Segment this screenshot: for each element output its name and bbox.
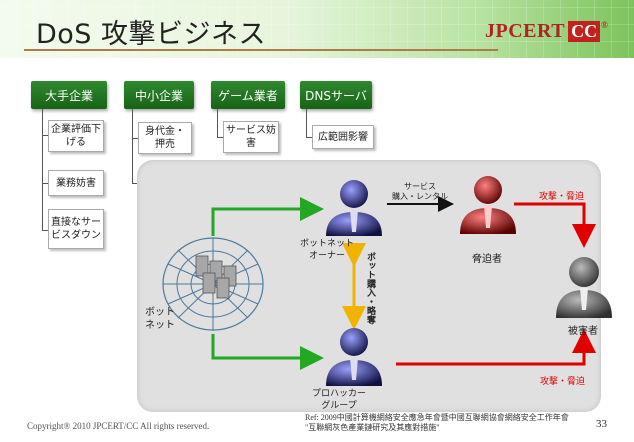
pro-hacker-label: プロハッカー グループ <box>312 389 367 411</box>
service-rental-label: サービス 購入・レンタル <box>392 182 448 201</box>
botnet-owner-label: ボットネット オーナー <box>300 239 355 261</box>
tree-branch <box>306 137 312 138</box>
category-large-enterprise: 大手企業 <box>31 81 107 109</box>
attack-label-top: 攻撃・脅迫 <box>539 192 585 202</box>
jpcert-logo: JPCERT CC ® <box>485 20 608 43</box>
copyright: Copyright® 2010 JPCERT/CC All rights res… <box>27 421 210 431</box>
logo-cc: CC <box>568 21 601 42</box>
tree-branch <box>42 135 48 136</box>
page-number: 33 <box>596 418 607 430</box>
botnet-label: ボット ネット <box>145 307 175 331</box>
item-wide-impact: 広範囲影響 <box>312 125 374 149</box>
category-sme: 中小企業 <box>124 81 194 109</box>
arrow-attack-extortion-top <box>514 202 596 248</box>
bot-purchase-label: ボット購入・略奪 <box>365 252 375 324</box>
arrow-botnet-to-owner <box>211 197 324 236</box>
tree-line-4 <box>306 109 307 137</box>
item-service-interference: サービス妨害 <box>223 121 279 153</box>
category-dns-server: DNSサーバ <box>300 81 372 109</box>
reference-line-2: "互聯網灰色產業鏈研究及其應對措施" <box>305 423 440 432</box>
tree-line-2 <box>132 109 133 183</box>
tree-line-1 <box>42 109 43 230</box>
extortioner-icon <box>460 176 516 234</box>
attack-label-bottom: 攻撃・脅迫 <box>540 377 586 387</box>
extortioner-label: 脅迫者 <box>472 254 502 265</box>
item-lower-reputation: 企業評価下げる <box>48 120 104 152</box>
botnet-web-icon <box>162 237 264 331</box>
page-title: DoS 攻撃ビジネス <box>36 19 267 50</box>
pro-hacker-icon <box>326 328 382 386</box>
title-band <box>0 0 634 58</box>
item-business-interference: 業務妨害 <box>48 170 104 196</box>
reference-line-1: Ref: 2009中國計算機網絡安全應急年會暨中國互聯網協會網絡安全工作年會 <box>305 413 569 422</box>
tree-branch <box>132 138 138 139</box>
arrow-attack-extortion-bottom <box>396 329 596 366</box>
tree-branch <box>132 183 138 184</box>
tree-branch <box>42 183 48 184</box>
tree-branch <box>42 230 48 231</box>
category-game-company: ゲーム業者 <box>211 81 285 109</box>
arrow-botnet-to-hacker <box>211 334 324 370</box>
botnet-owner-icon <box>326 180 382 236</box>
item-direct-service-down: 直接なサービスダウン <box>48 209 104 249</box>
title-underline <box>24 49 498 51</box>
item-ransom: 身代金・押売 <box>138 122 192 154</box>
victim-label: 被害者 <box>568 326 598 337</box>
logo-text: JPCERT <box>485 20 566 42</box>
reference: Ref: 2009中國計算機網絡安全應急年會暨中國互聯網協會網絡安全工作年會 "… <box>305 413 569 433</box>
logo-registered-mark: ® <box>601 20 608 30</box>
victim-icon <box>556 257 612 318</box>
tree-branch <box>217 137 223 138</box>
tree-line-3 <box>217 109 218 137</box>
